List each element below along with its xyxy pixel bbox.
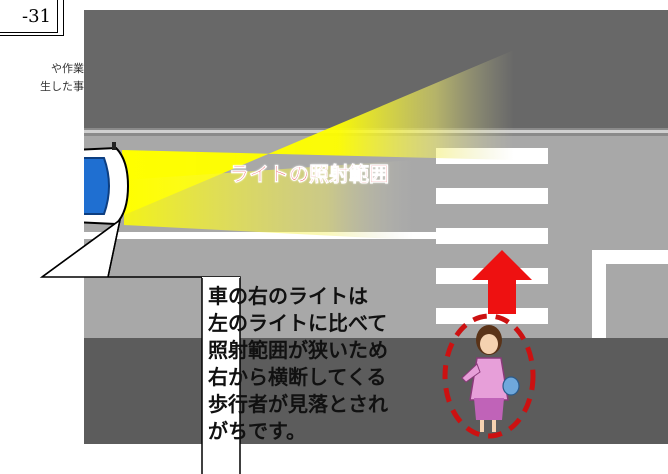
- callout-line-2: 左のライトに比べて: [208, 311, 388, 335]
- callout-text: 車の右のライトは 左のライトに比べて 照射範囲が狭いため 右から横断してくる 歩…: [208, 283, 448, 445]
- light-range-label: ライトの照射範囲: [229, 162, 390, 187]
- road-scene-illustration: [84, 10, 668, 444]
- pedestrian-highlight-circle: [442, 313, 536, 439]
- pedestrian-icon: [461, 325, 520, 432]
- callout-line-4: 右から横断してくる: [208, 365, 387, 389]
- walking-direction-arrow: [472, 250, 532, 314]
- callout-line-3: 照射範囲が狭いため: [208, 338, 388, 362]
- page-number: -31: [22, 6, 51, 27]
- side-road-top-edge: [592, 250, 668, 264]
- callout-line-6: がちです。: [208, 419, 306, 443]
- page-number-box: -31: [0, 0, 64, 36]
- callout-line-1: 車の右のライトは: [208, 284, 368, 308]
- page-number-frame: -31: [0, 0, 58, 33]
- lane-line-middle: [84, 232, 444, 239]
- callout-line-5: 歩行者が見落とされ: [208, 392, 388, 416]
- lower-road: [84, 338, 668, 444]
- side-road-left-edge: [592, 250, 606, 338]
- headlight-beam-short: [124, 160, 414, 240]
- caption-line-2: 生した事故: [40, 80, 95, 93]
